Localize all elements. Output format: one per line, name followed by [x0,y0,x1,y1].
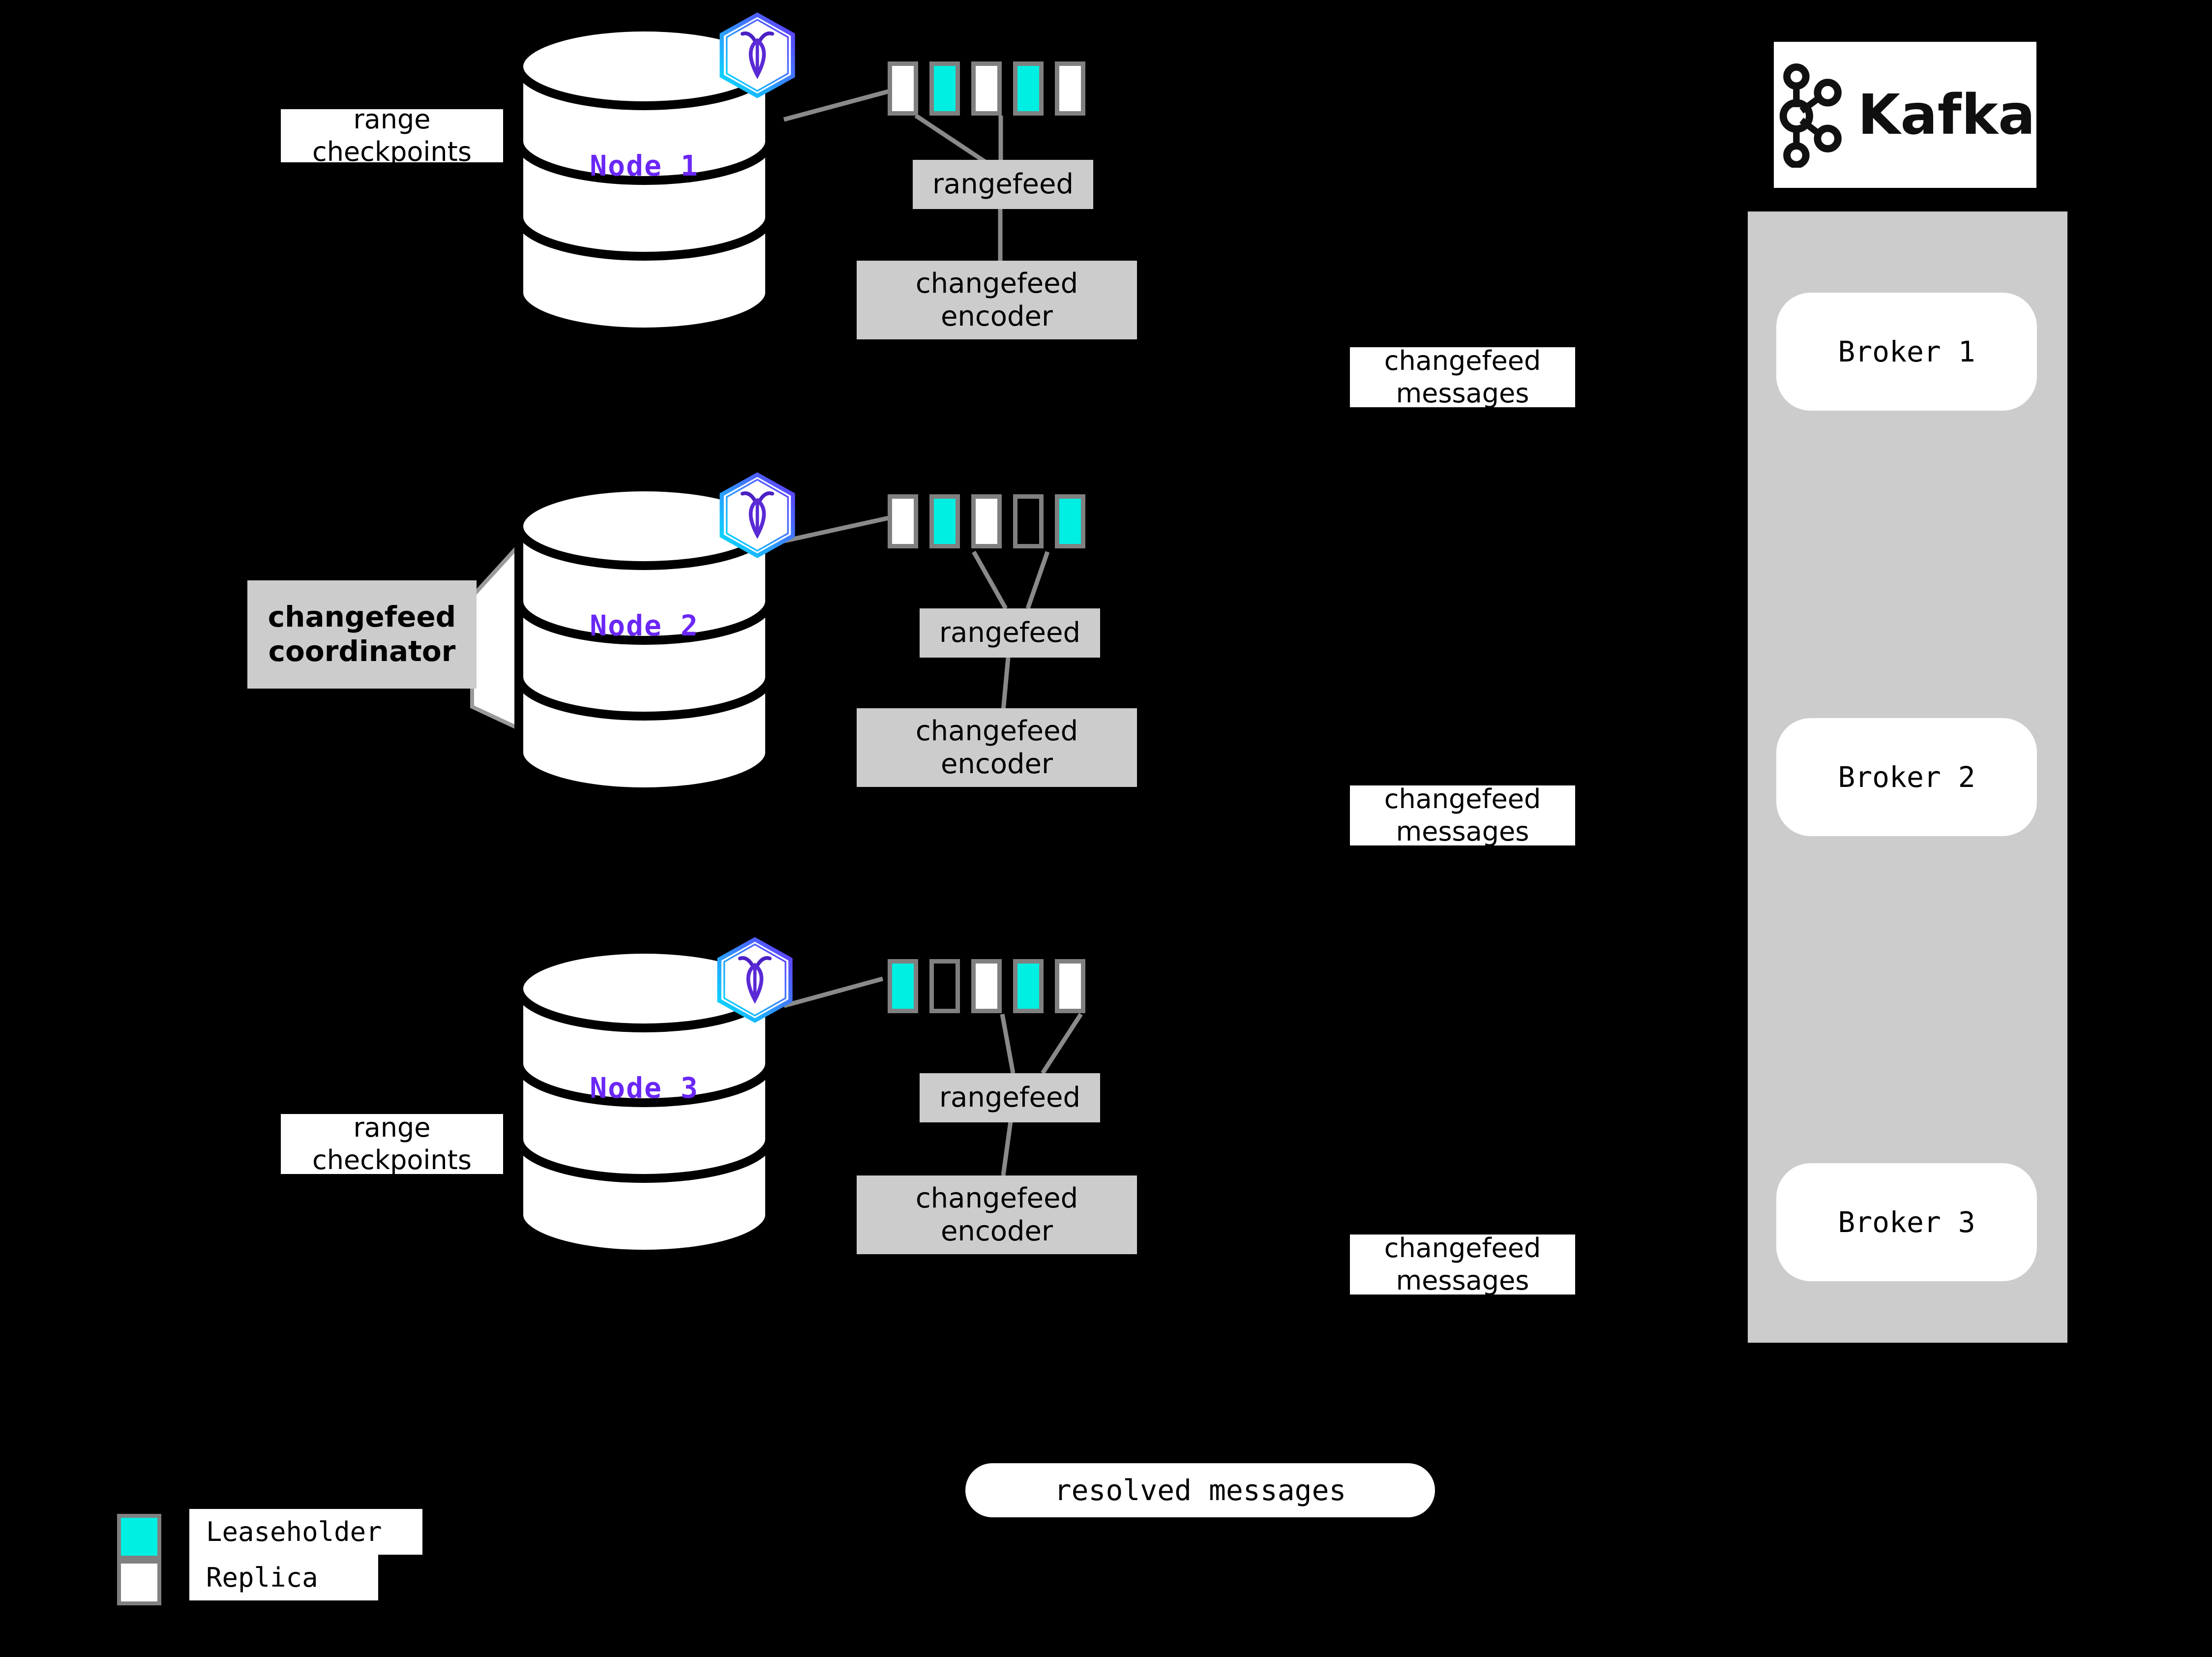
range-row-node2 [888,494,1085,548]
range-box[interactable] [1055,494,1085,548]
cockroachdb-hex-logo-node2 [716,472,799,558]
range-checkpoints-label-node3: range checkpoints [281,1112,503,1175]
broker-box-2[interactable]: Broker 2 [1776,718,2037,836]
range-box[interactable] [1013,959,1044,1013]
broker-box-1[interactable]: Broker 1 [1776,293,2037,411]
database-cylinder-icon [514,482,774,796]
rangefeed-box-node1[interactable]: rangefeed [913,160,1093,209]
range-row-node1 [888,61,1085,116]
node-label-3: Node 3 [590,1071,699,1105]
database-cylinder-icon [514,23,774,336]
cockroachdb-hex-logo-node1 [716,12,799,98]
kafka-cluster-panel: Broker 1 Broker 2 Broker 3 [1748,211,2067,1343]
legend-item-leaseholder: Leaseholder [117,1509,422,1560]
changefeed-messages-label-3: changefeed messages [1350,1233,1575,1296]
node-cylinder-3[interactable]: Node 3 [514,945,775,1259]
range-box[interactable] [888,494,918,548]
range-box[interactable] [1055,61,1085,116]
legend: Leaseholder Replica [117,1509,422,1637]
changefeed-messages-label-2: changefeed messages [1350,783,1575,847]
kafka-logo-box: Kafka [1774,42,2036,188]
database-cylinder-icon [514,945,774,1259]
cockroachdb-hex-logo-node3 [713,937,797,1023]
changefeed-messages-label-1: changefeed messages [1350,345,1575,409]
changefeed-encoder-box-node2[interactable]: changefeed encoder [857,708,1137,787]
kafka-wordmark: Kafka [1857,83,2035,147]
range-box[interactable] [929,959,960,1013]
rangefeed-box-node3[interactable]: rangefeed [920,1073,1100,1122]
range-box[interactable] [1013,494,1044,548]
changefeed-encoder-box-node1[interactable]: changefeed encoder [857,261,1137,339]
node-label-1: Node 1 [590,149,699,182]
legend-item-replica: Replica [117,1555,378,1605]
changefeed-coordinator-box[interactable]: changefeed coordinator [247,580,477,689]
range-box[interactable] [929,61,960,116]
node-cylinder-1[interactable]: Node 1 [514,23,775,336]
legend-label-replica: Replica [189,1555,378,1600]
range-row-node3 [888,959,1085,1013]
range-box[interactable] [971,959,1002,1013]
node-cylinder-2[interactable]: Node 2 [514,482,775,796]
range-box[interactable] [929,494,960,548]
broker-box-3[interactable]: Broker 3 [1776,1163,2037,1281]
legend-swatch-leaseholder [117,1514,161,1560]
node-label-2: Node 2 [590,609,699,642]
range-box[interactable] [1013,61,1044,116]
changefeed-encoder-box-node3[interactable]: changefeed encoder [857,1175,1137,1254]
kafka-logo-icon [1780,63,1842,168]
range-box[interactable] [1055,959,1085,1013]
range-box[interactable] [888,61,918,116]
legend-swatch-replica [117,1560,161,1605]
resolved-messages-pill[interactable]: resolved messages [965,1463,1435,1517]
rangefeed-box-node2[interactable]: rangefeed [920,608,1100,658]
range-box[interactable] [971,61,1002,116]
range-checkpoints-label-node1: range checkpoints [281,104,503,167]
range-box[interactable] [888,959,918,1013]
legend-label-leaseholder: Leaseholder [189,1509,422,1555]
range-box[interactable] [971,494,1002,548]
